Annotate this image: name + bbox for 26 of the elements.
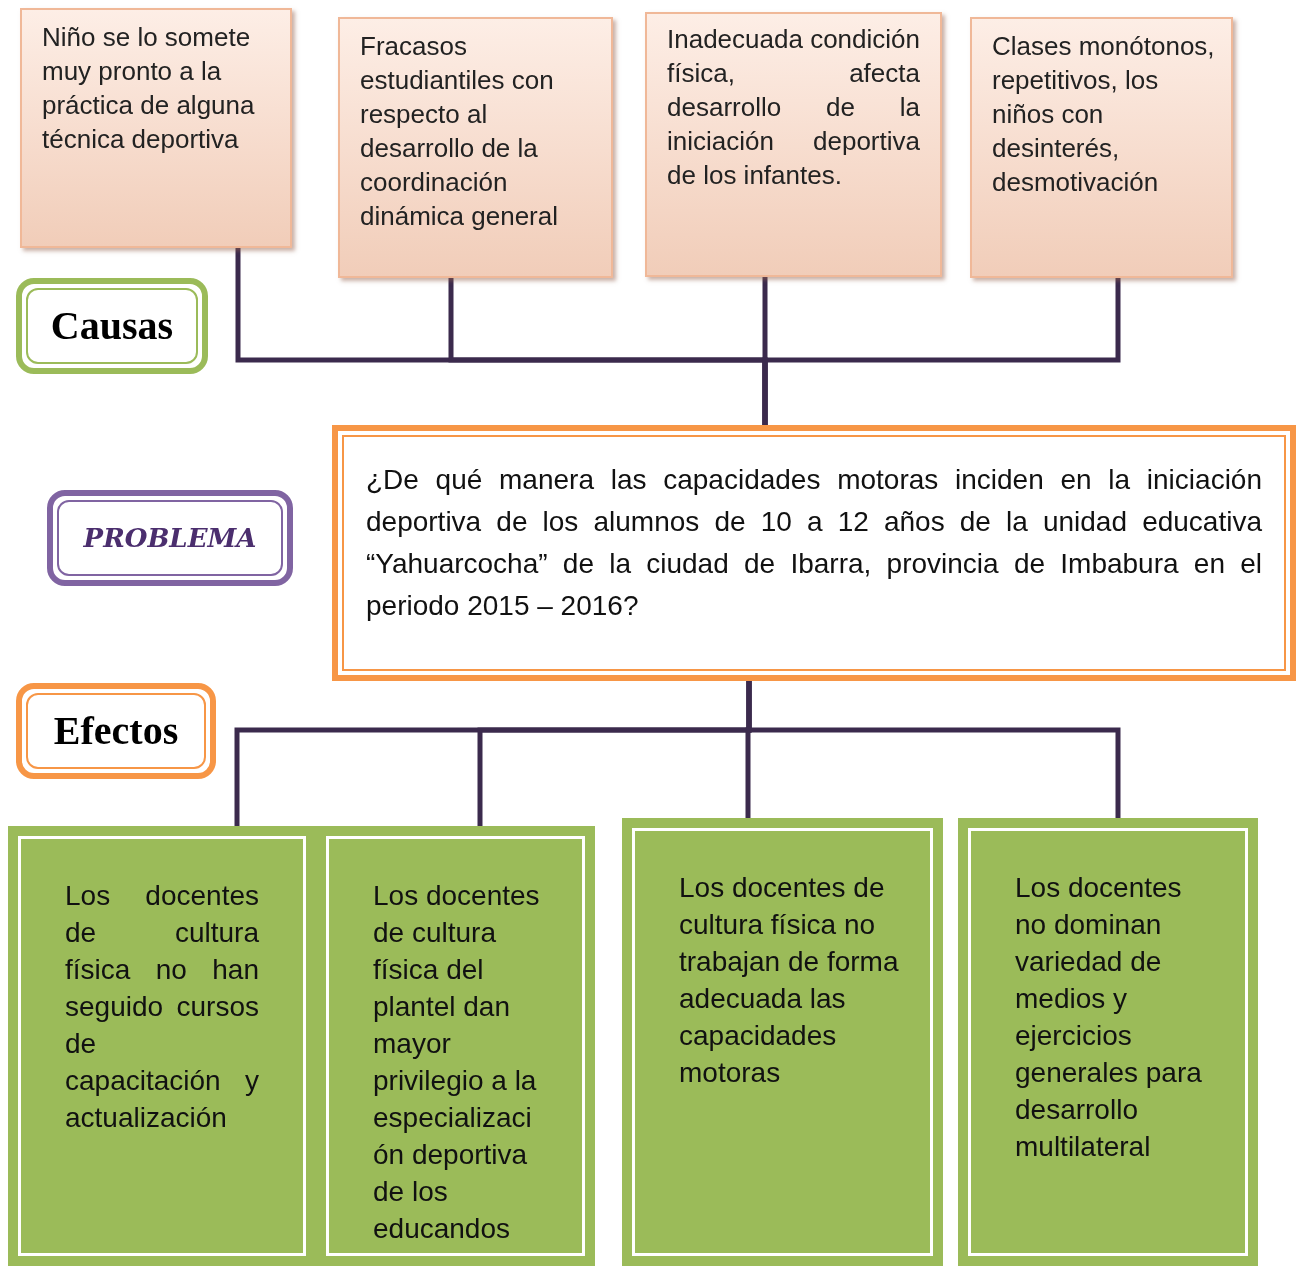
node-text: Fracasos estudiantiles con respecto al desarrollo de la coordinación dinámica general [360,30,559,233]
cause-box [20,8,292,248]
node-text: Inadecuada condición física, afecta desarrollo de la iniciación deportiva de los infantes. [667,23,920,192]
effect-box [958,818,1258,1266]
section-label [47,490,293,586]
cause-box [645,12,942,277]
node-text: Los docentes de cultura física no trabajan de forma adecuada las capacidades motoras [679,871,900,1090]
effect-box [8,826,316,1266]
section-label [16,683,216,779]
connector-line [746,681,1121,818]
node-text: Efectos [53,707,179,755]
node-text: Niño se lo somete muy pronto a la práctica de alguna técnica deportiva [42,21,256,156]
node-text: Causas [50,302,174,350]
effect-box [622,818,943,1266]
effect-box [316,826,595,1266]
node-text: Clases monótonos, repetitivos, los niños con desinterés, desmotivación [992,30,1216,199]
node-text: Los docentes no dominan variedad de medios y ejercicios generales para desarrollo multilateral [1015,871,1203,1164]
node-text: Los docentes de cultura física del plantel dan mayor privilegio a la especialización deportiva de los educandos [373,879,541,1246]
node-text: PROBLEMA [83,521,257,555]
problem-box [332,425,1296,681]
section-label [16,278,208,374]
connector-line [762,278,1121,425]
cause-box [970,17,1233,278]
node-text: ¿De qué manera las capacidades motoras inciden en la iniciación deportiva de los alumnos de 10 a 12 años de la unidad educativa “Yahuarcocha” de la ciudad de Ibarra, provincia de Imbabura en el periodo 2015 – 2016? [366,463,1262,623]
cause-box [338,17,613,278]
node-text: Los docentes de cultura física no han seguido cursos de capacitación y actualización [65,879,259,1135]
